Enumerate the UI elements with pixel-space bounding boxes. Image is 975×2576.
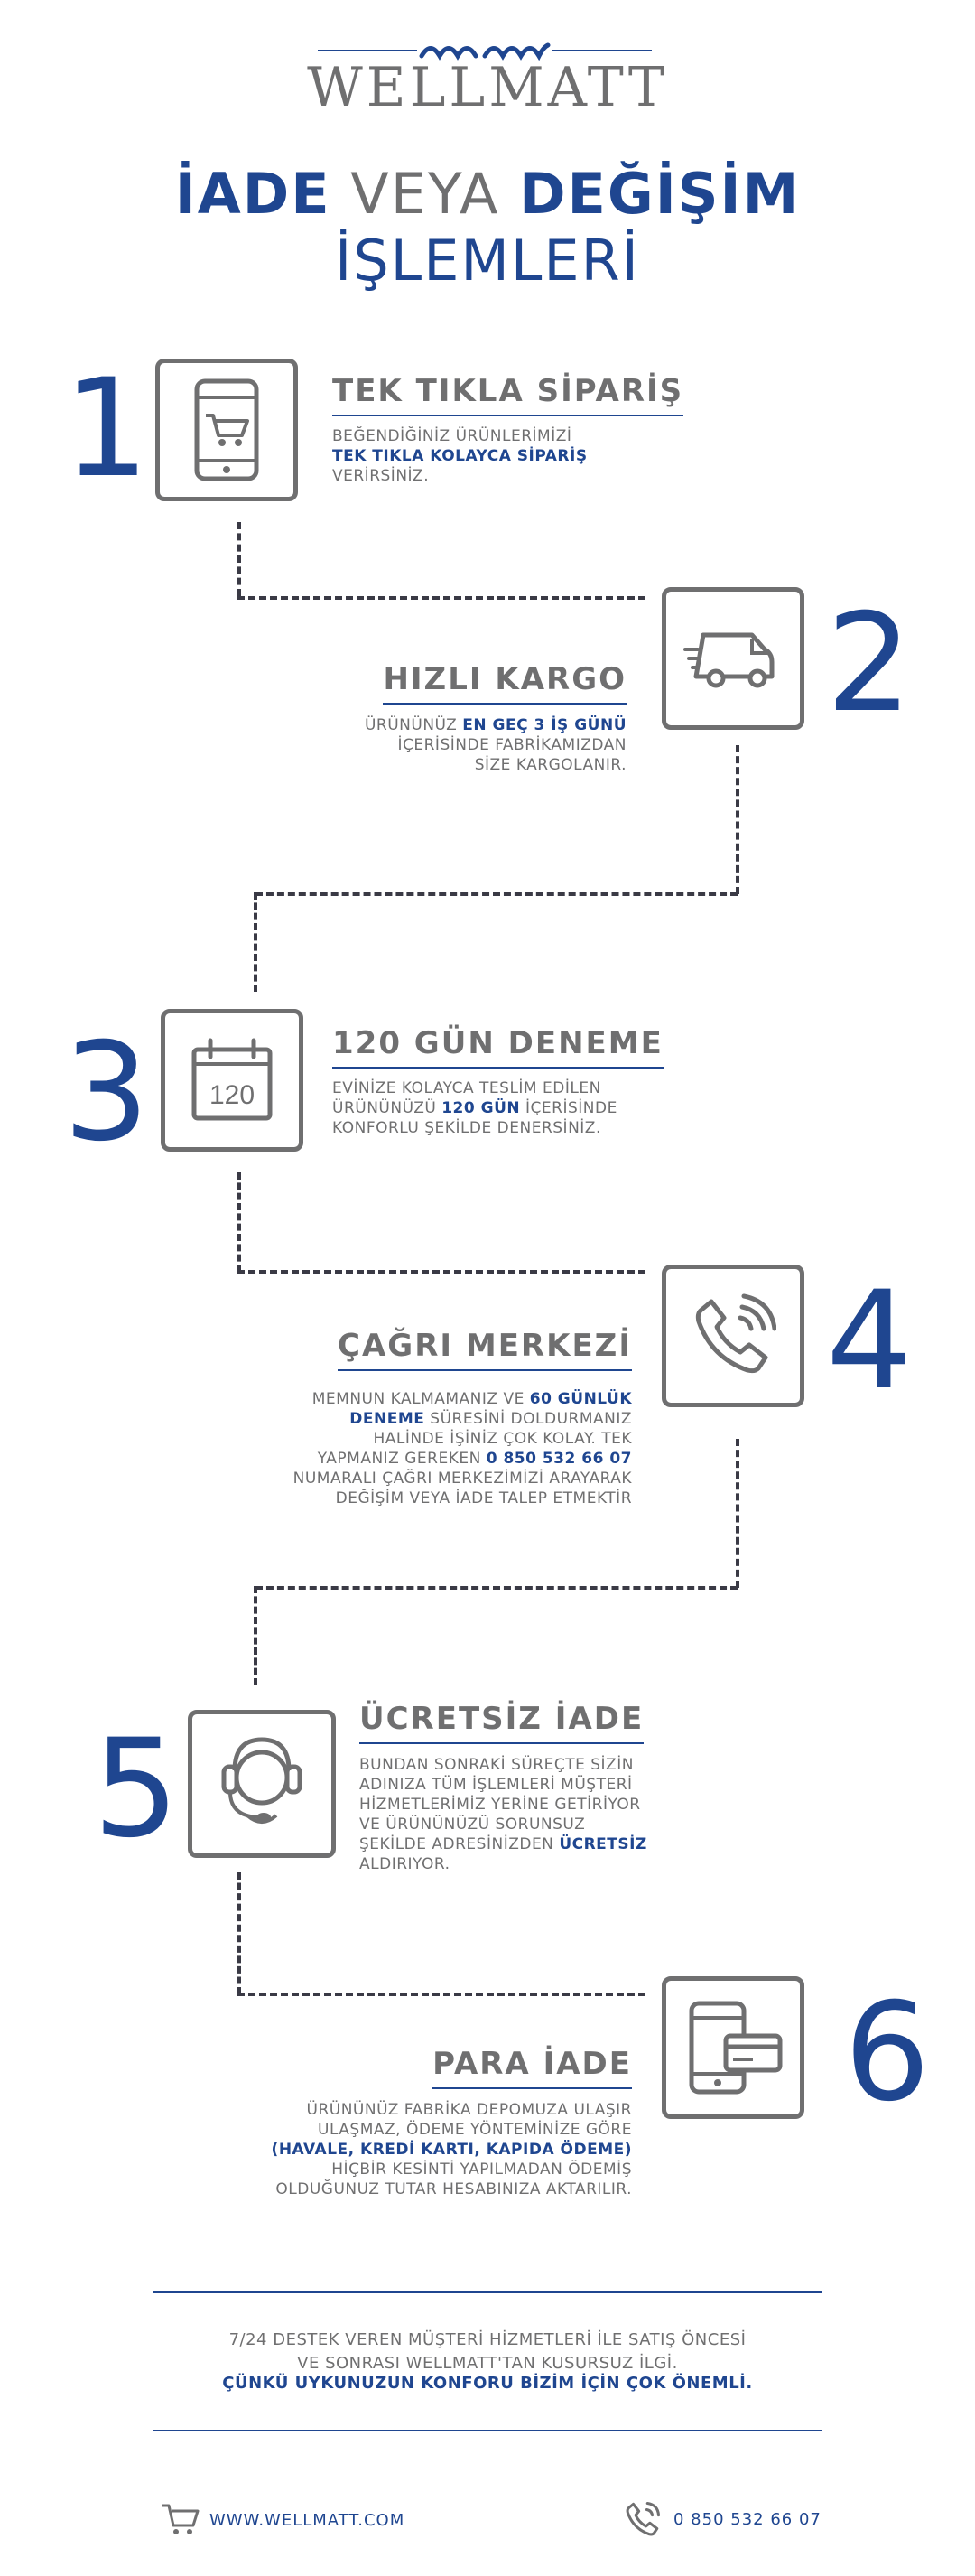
desc-line: OLDUĞUNUZ TUTAR HESABINIZA AKTARILIR. [275, 2180, 632, 2198]
footer-divider-top [153, 2291, 822, 2293]
step-number: 5 [93, 1711, 180, 1868]
step-icon-box [662, 1265, 804, 1407]
page-title: İADE VEYA DEĞİŞİM [0, 161, 975, 227]
desc-line: HİZMETLERİMİZ YERİNE GETİRİYOR [359, 1796, 641, 1814]
desc-line: NUMARALI ÇAĞRI MERKEZİMİZİ ARAYARAK [292, 1470, 632, 1488]
desc-line: VERİRSİNİZ. [332, 467, 430, 485]
truck-icon [683, 632, 775, 688]
logo-line-right [552, 50, 652, 51]
calendar-icon: 120 [191, 1038, 273, 1121]
connector [254, 1586, 257, 1685]
footer-text: 7/24 DESTEK VEREN MÜŞTERİ HİZMETLERİ İLE… [0, 2329, 975, 2375]
footer-line: VE SONRASI WELLMATT'TAN KUSURSUZ İLGİ. [297, 2354, 678, 2373]
desc-line: KONFORLU ŞEKİLDE DENERSİNİZ. [332, 1119, 601, 1137]
desc-line: HALİNDE İŞİNİZ ÇOK KOLAY. TEK [373, 1430, 632, 1448]
step-number: 2 [826, 585, 913, 742]
connector [736, 1439, 739, 1588]
cart-icon [162, 2504, 200, 2534]
title-word-degisim: DEĞİŞİM [519, 161, 801, 227]
desc-line: ÜRÜNÜNÜZ [364, 716, 463, 734]
step-title: TEK TIKLA SİPARİŞ [332, 373, 684, 416]
connector [254, 892, 257, 992]
connector [736, 745, 739, 894]
website-link[interactable]: WWW.WELLMATT.COM [161, 2502, 404, 2538]
desc-line: BUNDAN SONRAKİ SÜREÇTE SİZİN [359, 1756, 634, 1774]
footer-line: 7/24 DESTEK VEREN MÜŞTERİ HİZMETLERİ İLE… [228, 2330, 747, 2349]
desc-line: İÇERİSİNDE [520, 1099, 618, 1117]
footer-divider-bottom [153, 2430, 822, 2431]
desc-highlight: 120 GÜN [441, 1099, 521, 1117]
connector [237, 1993, 645, 1996]
desc-line: MEMNUN KALMAMANIZ VE [311, 1390, 530, 1408]
desc-line: EVİNİZE KOLAYCA TESLİM EDİLEN [332, 1079, 601, 1097]
step-icon-box [662, 1976, 804, 2119]
desc-highlight: (HAVALE, KREDİ KARTI, KAPIDA ÖDEME) [271, 2141, 632, 2159]
step-number: 6 [844, 1974, 931, 2132]
step-description: ÜRÜNÜNÜZ EN GEÇ 3 İŞ GÜNÜ İÇERİSİNDE FAB… [365, 715, 627, 775]
step-description: EVİNİZE KOLAYCA TESLİM EDİLEN ÜRÜNÜNÜZÜ … [332, 1078, 618, 1138]
brand-logo: WELLMATT [0, 56, 975, 119]
website-text: WWW.WELLMATT.COM [209, 2510, 405, 2530]
step-description: BUNDAN SONRAKİ SÜREÇTE SİZİN ADINIZA TÜM… [359, 1755, 647, 1874]
connector [255, 892, 738, 896]
connector [237, 596, 645, 600]
desc-line: HİÇBİR KESİNTİ YAPILMADAN ÖDEMİŞ [331, 2161, 632, 2179]
step-title: PARA İADE [432, 2046, 632, 2089]
connector [255, 1586, 738, 1590]
phone-text: 0 850 532 66 07 [673, 2509, 822, 2529]
step-icon-box [662, 587, 804, 730]
desc-highlight: DENEME [349, 1410, 425, 1428]
step-title: ÇAĞRI MERKEZİ [338, 1328, 632, 1371]
desc-line: İÇERİSİNDE FABRİKAMIZDAN [397, 736, 627, 754]
calendar-icon-text: 120 [209, 1080, 255, 1110]
step-number: 4 [826, 1263, 913, 1420]
step-title: ÜCRETSİZ İADE [359, 1701, 645, 1744]
title-word-iade: İADE [174, 161, 331, 227]
desc-line: ÜRÜNÜNÜZÜ [332, 1099, 442, 1117]
step-title: 120 GÜN DENEME [332, 1025, 664, 1069]
desc-line: ULAŞMAZ, ÖDEME YÖNTEMİNİZE GÖRE [318, 2121, 632, 2139]
step-description: ÜRÜNÜNÜZ FABRİKA DEPOMUZA ULAŞIR ULAŞMAZ… [272, 2100, 632, 2199]
phone-icon [626, 2501, 661, 2536]
step-description: BEĞENDİĞİNİZ ÜRÜNLERİMİZİ TEK TIKLA KOLA… [332, 426, 588, 486]
desc-line: SİZE KARGOLANIR. [474, 756, 627, 774]
step-number: 1 [63, 350, 150, 508]
connector [237, 1872, 241, 1994]
footer-tagline: ÇÜNKÜ UYKUNUZUN KONFORU BİZİM İÇİN ÇOK Ö… [222, 2374, 753, 2393]
step-description: MEMNUN KALMAMANIZ VE 60 GÜNLÜK DENEME SÜ… [293, 1389, 632, 1508]
desc-line: BEĞENDİĞİNİZ ÜRÜNLERİMİZİ [332, 427, 572, 445]
desc-highlight: EN GEÇ 3 İŞ GÜNÜ [462, 716, 627, 734]
desc-line: YAPMANIZ GEREKEN [317, 1450, 487, 1468]
desc-line: DEĞİŞİM VEYA İADE TALEP ETMEKTİR [335, 1489, 632, 1507]
connector [237, 522, 241, 596]
step-number: 3 [63, 1014, 150, 1171]
brand-logo-part1: WELL [307, 56, 489, 119]
desc-line: SÜRESİNİ DOLDURMANIZ [424, 1410, 632, 1428]
desc-highlight: 0 850 532 66 07 [486, 1450, 632, 1468]
page-title-line2: İŞLEMLERİ [335, 228, 640, 294]
step-icon-box [188, 1710, 336, 1858]
title-word-veya: VEYA [350, 161, 500, 227]
logo-wave-mark [419, 42, 551, 61]
step-icon-box: 120 [161, 1009, 303, 1152]
desc-highlight: 60 GÜNLÜK [529, 1390, 632, 1408]
desc-highlight: ÜCRETSİZ [559, 1835, 647, 1853]
phone-cart-icon [194, 378, 259, 481]
step-icon-box [155, 359, 298, 501]
phone-call-icon [695, 1293, 776, 1374]
desc-line: VE ÜRÜNÜNÜZÜ SORUNSUZ [359, 1815, 586, 1834]
desc-line: ŞEKİLDE ADRESİNİZDEN [359, 1835, 560, 1853]
desc-highlight: TEK TIKLA KOLAYCA SİPARİŞ [332, 447, 588, 465]
headset-icon [221, 1737, 302, 1824]
desc-line: ÜRÜNÜNÜZ FABRİKA DEPOMUZA ULAŞIR [306, 2101, 632, 2119]
desc-line: ALDIRIYOR. [359, 1855, 450, 1873]
logo-line-left [318, 50, 417, 51]
desc-line: ADINIZA TÜM İŞLEMLERİ MÜŞTERİ [359, 1776, 633, 1794]
connector [237, 1172, 241, 1272]
phone-card-icon [689, 2001, 783, 2095]
phone-link[interactable]: 0 850 532 66 07 [623, 2500, 822, 2538]
step-title: HIZLI KARGO [383, 661, 627, 705]
connector [237, 1270, 645, 1274]
brand-logo-part2: MATT [488, 56, 668, 119]
